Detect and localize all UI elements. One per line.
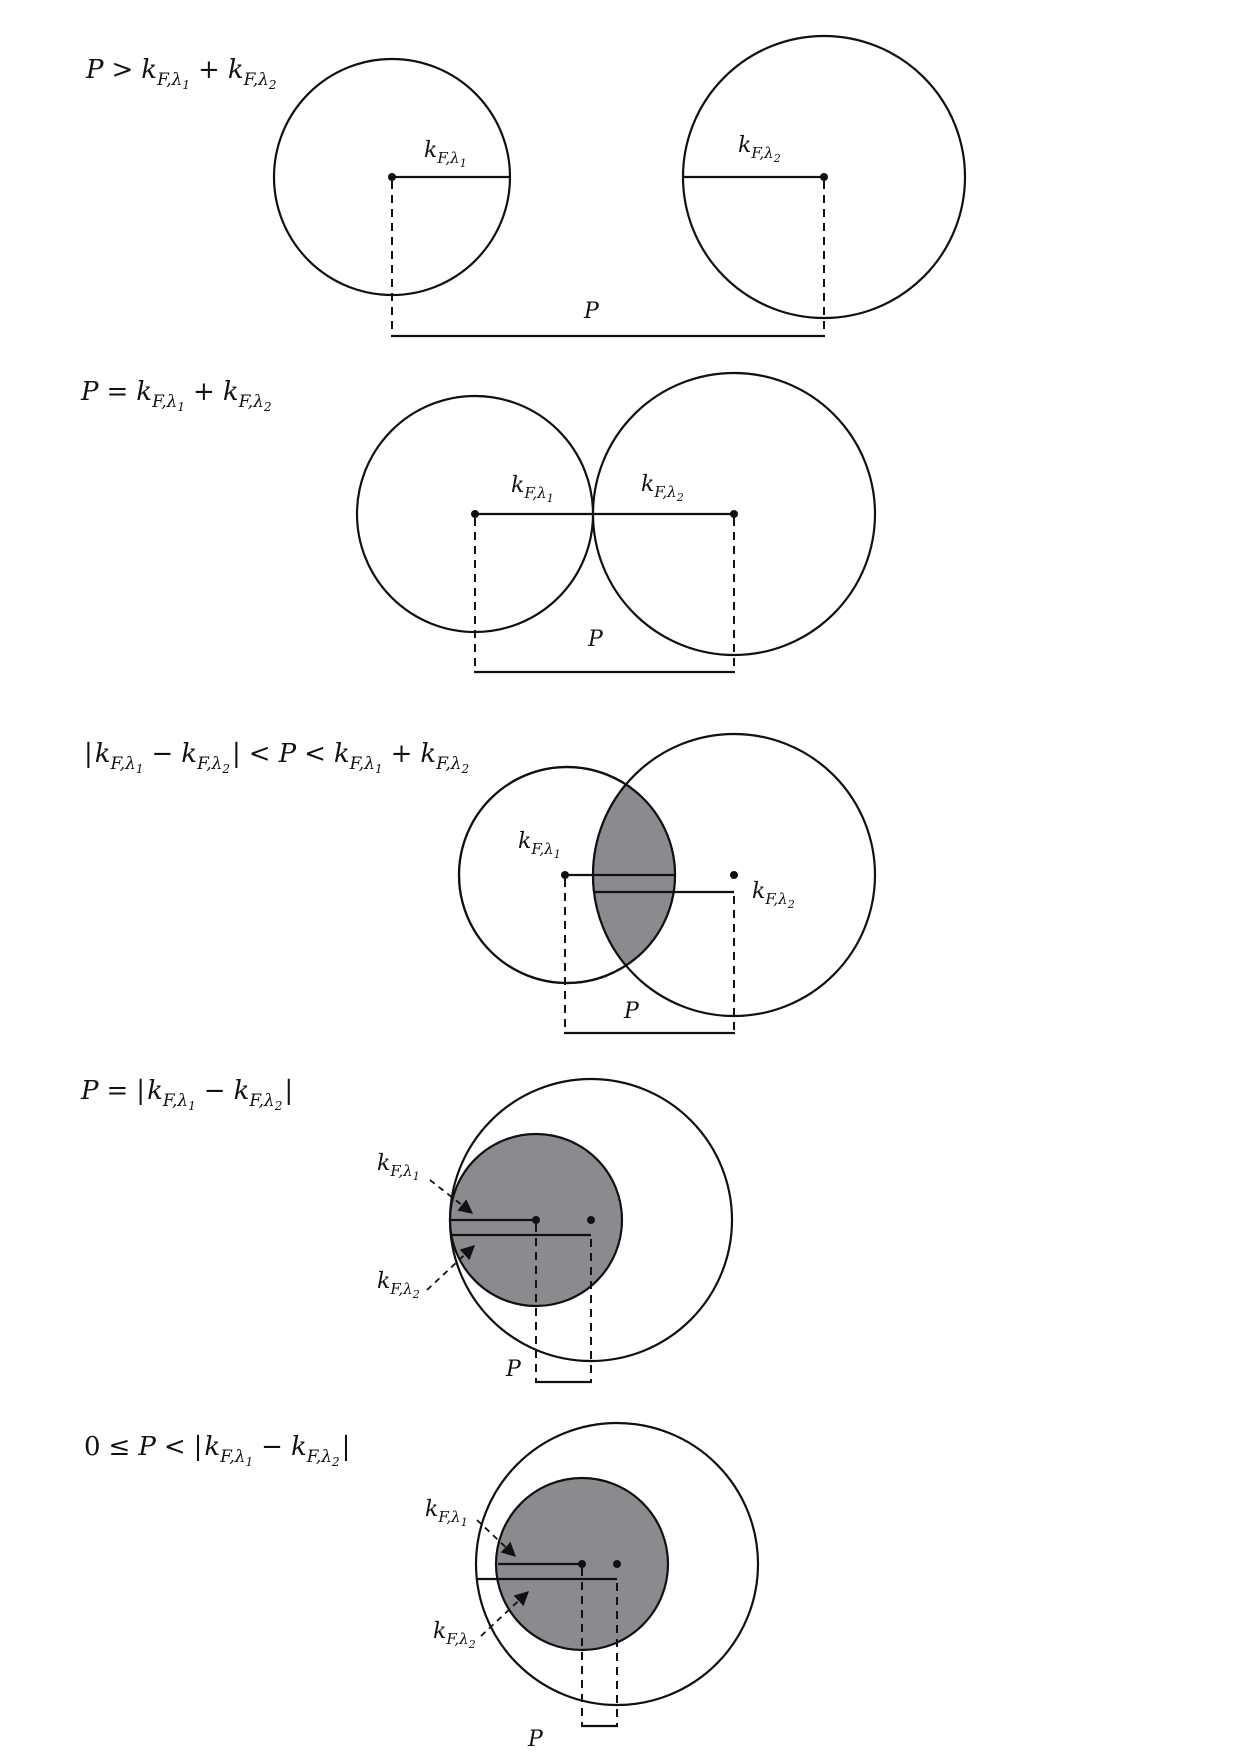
condition-case-2: P=kF,λ1+kF,λ2 bbox=[80, 377, 272, 414]
label-k1: kF,λ1 bbox=[511, 473, 554, 505]
label-k2: kF,λ2 bbox=[641, 472, 684, 504]
label-k1: kF,λ1 bbox=[425, 1497, 468, 1529]
center-point-1 bbox=[471, 510, 479, 518]
label-k1: kF,λ1 bbox=[377, 1151, 420, 1183]
center-point-1 bbox=[578, 1560, 586, 1568]
label-P: P bbox=[587, 627, 604, 652]
center-point-2 bbox=[613, 1560, 621, 1568]
condition-case-5: 0≤P<|kF,λ1−kF,λ2| bbox=[84, 1432, 350, 1469]
label-k2: kF,λ2 bbox=[752, 879, 795, 911]
label-k2: kF,λ2 bbox=[433, 1619, 476, 1651]
center-point-2 bbox=[587, 1216, 595, 1224]
label-P: P bbox=[505, 1357, 522, 1382]
condition-case-4: P=|kF,λ1−kF,λ2| bbox=[80, 1076, 293, 1113]
condition-case-3: |kF,λ1−kF,λ2|<P<kF,λ1+kF,λ2 bbox=[84, 739, 469, 776]
label-k2: kF,λ2 bbox=[738, 133, 781, 165]
center-point-1 bbox=[532, 1216, 540, 1224]
pointer-arrow-k1 bbox=[476, 1519, 517, 1557]
panel-case-3: |kF,λ1−kF,λ2|<P<kF,λ1+kF,λ2 kF,λ1 kF,λ2 … bbox=[84, 732, 877, 1035]
panel-case-4: P=|kF,λ1−kF,λ2| kF,λ1 kF,λ2 P bbox=[80, 1076, 734, 1384]
center-point-1 bbox=[561, 871, 569, 879]
panel-case-5: 0≤P<|kF,λ1−kF,λ2| kF,λ1 kF,λ2 P bbox=[84, 1421, 760, 1752]
panel-case-2: P=kF,λ1+kF,λ2 kF,λ1 kF,λ2 P bbox=[80, 371, 877, 674]
label-P: P bbox=[623, 999, 640, 1024]
center-point-2 bbox=[820, 173, 828, 181]
label-P: P bbox=[583, 299, 600, 324]
label-P: P bbox=[527, 1727, 544, 1752]
label-k1: kF,λ1 bbox=[424, 138, 467, 170]
condition-case-1: P>kF,λ1+kF,λ2 bbox=[85, 55, 277, 92]
circle-k2 bbox=[474, 1421, 760, 1707]
pointer-arrow-k1 bbox=[429, 1179, 474, 1214]
center-point-2 bbox=[730, 510, 738, 518]
center-point-2 bbox=[730, 871, 738, 879]
panel-case-1: P>kF,λ1+kF,λ2 kF,λ1 kF,λ2 P bbox=[85, 34, 967, 338]
label-k1: kF,λ1 bbox=[518, 829, 561, 861]
center-point-1 bbox=[388, 173, 396, 181]
label-k2: kF,λ2 bbox=[377, 1269, 420, 1301]
